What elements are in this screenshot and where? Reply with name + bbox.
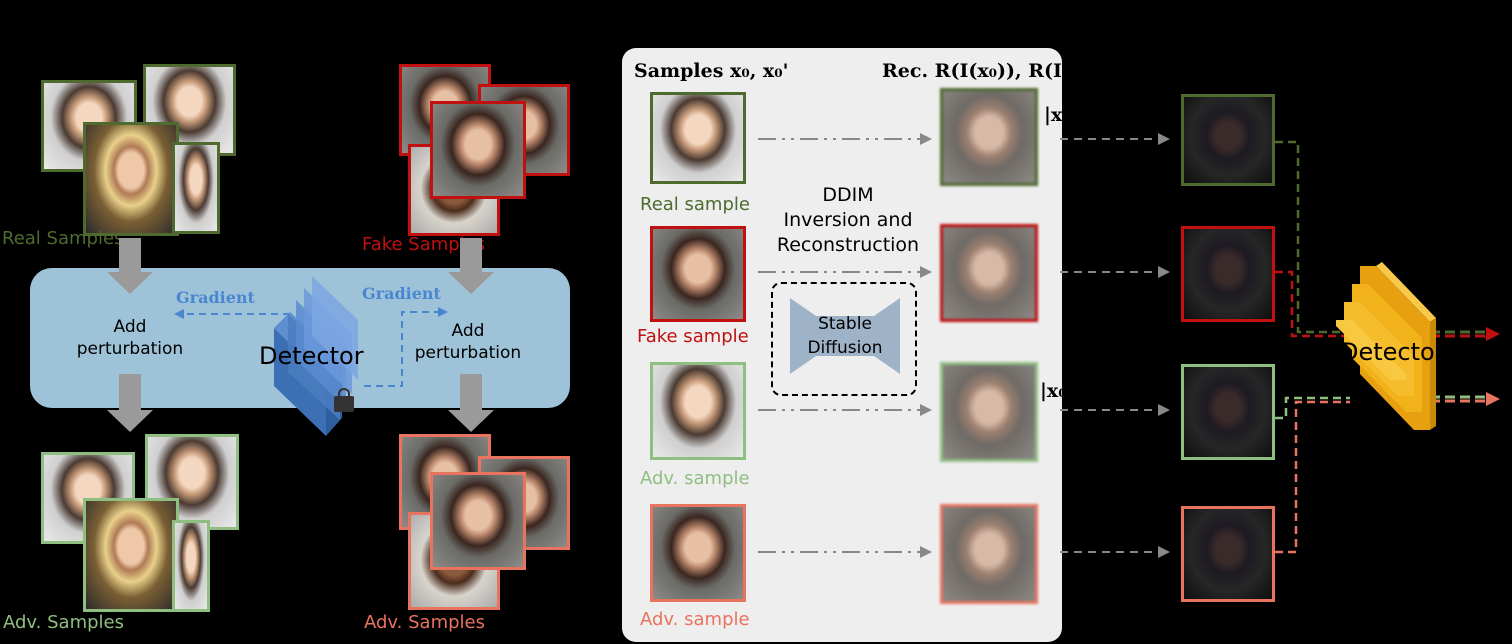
gradient-left-label: Gradient <box>176 288 255 307</box>
fake-samples-label: Fake Samples <box>362 234 486 255</box>
ddim-label-line2: Inversion and <box>783 209 913 231</box>
fake-sample-photo-4 <box>430 101 526 199</box>
adv-real-sample-image <box>650 362 746 460</box>
gradient-arrows <box>174 307 448 387</box>
arrow-fake-down-top <box>448 238 494 294</box>
detector-block-right <box>1336 262 1436 430</box>
residual-adv-real-image <box>1181 364 1275 460</box>
samples-header: Samples x₀, x₀' <box>634 60 789 82</box>
fake-sample-image <box>650 226 746 322</box>
detector-right-label: Detector <box>1340 338 1444 366</box>
stable-diffusion-hourglass <box>790 298 900 374</box>
gradient-right-label: Gradient <box>362 284 441 303</box>
real-sample-image <box>650 92 746 184</box>
stable-diffusion-line2: Diffusion <box>807 338 883 358</box>
adv-real-photo-4 <box>172 520 210 612</box>
ddim-label-line3: Reconstruction <box>776 234 920 256</box>
residual-real-image <box>1181 94 1275 186</box>
lock-icon <box>334 388 354 412</box>
detector-block-left <box>274 276 358 436</box>
arrow-fake-down-bottom <box>448 374 494 432</box>
fake-reconstruction-image <box>940 224 1038 322</box>
adv-real-reconstruction-image <box>940 362 1038 462</box>
real-sample-photo-4 <box>172 142 220 234</box>
adv-samples-fake-label: Adv. Samples <box>364 612 485 633</box>
real-sample-label: Real sample <box>640 194 750 215</box>
rec-header: Rec. R(I(x₀)), R(I( <box>882 60 1062 82</box>
arrow-real-down-bottom <box>107 374 153 432</box>
abs-mark-1: |x <box>1044 104 1063 126</box>
abs-mark-2: |x₀ <box>1040 380 1062 402</box>
add-perturbation-right-line: Add perturbation <box>407 320 529 364</box>
detector-left-label: Detector <box>259 342 364 370</box>
adv-sample-label-2: Adv. sample <box>640 609 750 630</box>
adv-sample-label-1: Adv. sample <box>640 468 750 489</box>
add-perturbation-left-text: Add perturbation <box>76 317 184 359</box>
add-perturbation-right-text: Add perturbation <box>414 321 522 363</box>
adv-fake-photo-4 <box>430 472 526 570</box>
ddim-label-line1: DDIM <box>822 184 874 206</box>
adv-fake-reconstruction-image <box>940 504 1038 604</box>
arrow-real-down-top <box>107 238 153 294</box>
stable-diffusion-box <box>771 282 917 396</box>
fake-sample-label: Fake sample <box>637 326 749 347</box>
add-perturbation-left-line: Add perturbation <box>70 316 190 360</box>
stable-diffusion-line1: Stable <box>818 314 872 334</box>
real-reconstruction-image <box>940 88 1038 186</box>
residual-fake-image <box>1181 226 1275 322</box>
residual-adv-fake-image <box>1181 506 1275 602</box>
real-sample-photo-3 <box>83 122 179 236</box>
adv-samples-real-label: Adv. Samples <box>3 612 124 633</box>
adv-fake-sample-image <box>650 504 746 602</box>
real-samples-label: Real Samples <box>2 228 124 249</box>
